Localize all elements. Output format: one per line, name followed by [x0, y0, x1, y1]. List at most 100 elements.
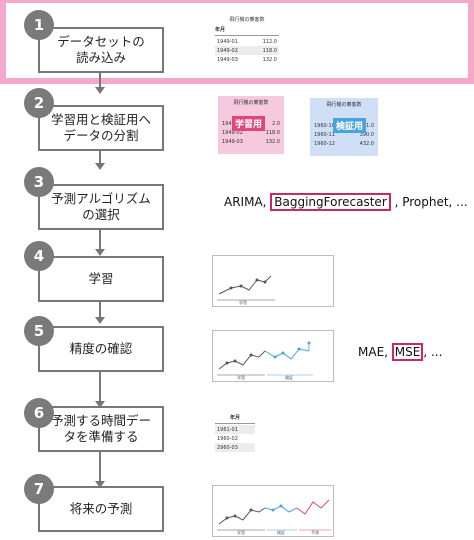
cell-date: 2960-03 [217, 444, 238, 451]
connector-4-5 [99, 302, 101, 318]
step-number-badge: 6 [24, 398, 54, 428]
step-box-prepare-time-data: 予測する時間デー タを準備する [38, 406, 164, 452]
metric-list: MAE, MSE, ... [358, 343, 443, 361]
valid-point [271, 508, 275, 512]
step-number-badge: 4 [24, 241, 54, 271]
step1-highlight-frame [0, 0, 474, 84]
validation-plot: 学習 検証 [212, 330, 334, 382]
cell-date: 1960-02 [217, 435, 238, 442]
cell-date: 1960-11 [314, 131, 335, 138]
table-row: 1961-01 [215, 425, 255, 434]
algorithm-prefix: ARIMA, [224, 195, 271, 209]
train-series-line [218, 275, 272, 295]
cell-date: 1960-10 [314, 122, 335, 129]
cell-value: 390.0 [359, 131, 374, 138]
table-header: 年月 [215, 26, 279, 36]
step-box-select-algorithm: 予測アルゴリズム の選択 [38, 184, 164, 230]
valid-point [279, 504, 283, 508]
algorithm-suffix: , Prophet, ... [390, 195, 468, 209]
prediction-plot: 学習 検証 予測 [212, 485, 334, 537]
train-point [249, 508, 253, 512]
table-row: 1960-10 1.0 [312, 121, 376, 130]
table-title: 飛行機の乗客数 [229, 17, 265, 23]
metric-highlight: MSE [391, 343, 424, 361]
step-box-predict-future: 将来の予測 [38, 486, 164, 532]
connector-6-7 [99, 452, 101, 482]
valid-series-line [264, 348, 310, 360]
cell-date: 1961-01 [217, 426, 238, 433]
predict-series-line [296, 499, 330, 515]
train-point [249, 353, 253, 357]
future-date-table: 年月 1961-01 1960-02 2960-03 [215, 414, 255, 452]
algorithm-highlight: BaggingForecaster [270, 193, 391, 211]
train-span-label: 学習 [239, 299, 247, 305]
train-point [263, 280, 267, 284]
step-label: 予測アルゴリズム の選択 [51, 191, 151, 222]
cell-value: 118.0 [265, 129, 280, 136]
cell-date: 1960-12 [314, 140, 335, 147]
step-number-badge: 7 [24, 474, 54, 504]
arrow-4-5 [95, 317, 105, 324]
connector-3-4 [99, 216, 101, 250]
table-row: 1949-02 118.0 [215, 46, 279, 55]
cell-value: 112.0 [262, 38, 277, 45]
cell-value: 1.0 [366, 122, 374, 129]
step-label: 予測する時間デー タを準備する [50, 413, 151, 444]
train-point [233, 514, 237, 518]
step-number-badge: 5 [24, 316, 54, 346]
table-row: 1949-03 132.0 [215, 55, 279, 64]
train-span-label: 学習 [237, 374, 245, 380]
connector-5-6 [99, 372, 101, 402]
step-label: データセットの 読み込み [57, 34, 145, 65]
cell-value: 132.0 [262, 56, 277, 63]
train-point [255, 278, 259, 282]
valid-span-label: 検証 [277, 529, 285, 535]
cell-value: 2.0 [272, 120, 280, 127]
arrow-6-7 [95, 481, 105, 488]
cell-value: 118.0 [262, 47, 277, 54]
valid-tag: 検証用 [333, 118, 367, 133]
step-label: 精度の確認 [69, 341, 133, 356]
table-title: 飛行機の乗客数 [233, 100, 269, 106]
predict-span-label: 予測 [311, 529, 319, 535]
table-title: 飛行機の乗客数 [326, 102, 362, 108]
train-point [233, 359, 237, 363]
step-number-badge: 2 [24, 88, 54, 118]
connector-2-3 [99, 138, 101, 164]
table-row: 1960-11 390.0 [312, 130, 376, 139]
cell-value: 132.0 [265, 138, 280, 145]
cell-value: 432.0 [359, 140, 374, 147]
cell-date: 1949-03 [217, 56, 238, 63]
metric-suffix: , ... [423, 345, 443, 359]
arrow-1-2 [95, 87, 105, 94]
train-series-line [218, 350, 266, 370]
table-row: 2960-03 [215, 443, 255, 452]
arrow-5-6 [95, 401, 105, 408]
step-box-split-data: 学習用と検証用へ データの分割 [38, 105, 164, 151]
valid-point [273, 355, 277, 359]
train-span-label: 学習 [237, 529, 245, 535]
arrow-2-3 [95, 163, 105, 170]
step-number-badge: 1 [24, 10, 54, 40]
valid-point [281, 351, 285, 355]
step-label: 将来の予測 [69, 501, 133, 516]
valid-point [297, 347, 301, 351]
train-plot: 学習 [212, 255, 334, 307]
metric-prefix: MAE, [358, 345, 392, 359]
train-point [225, 361, 229, 365]
table-row: 1960-02 [215, 434, 255, 443]
step-box-train: 学習 [38, 256, 164, 302]
step-label: 学習用と検証用へ データの分割 [50, 112, 151, 143]
train-series-line [218, 507, 266, 525]
step-box-check-accuracy: 精度の確認 [38, 326, 164, 372]
train-tag: 学習用 [232, 116, 266, 131]
step-box-load-dataset: データセットの 読み込み [38, 27, 164, 73]
cell-date: 1949-02 [217, 47, 238, 54]
connector-1-2 [99, 58, 101, 88]
valid-table: 飛行機の乗客数 1960-10 1.0 1960-11 390.0 1960-12 4… [312, 101, 376, 148]
step-number-badge: 3 [24, 167, 54, 197]
valid-span-label: 検証 [285, 374, 293, 380]
